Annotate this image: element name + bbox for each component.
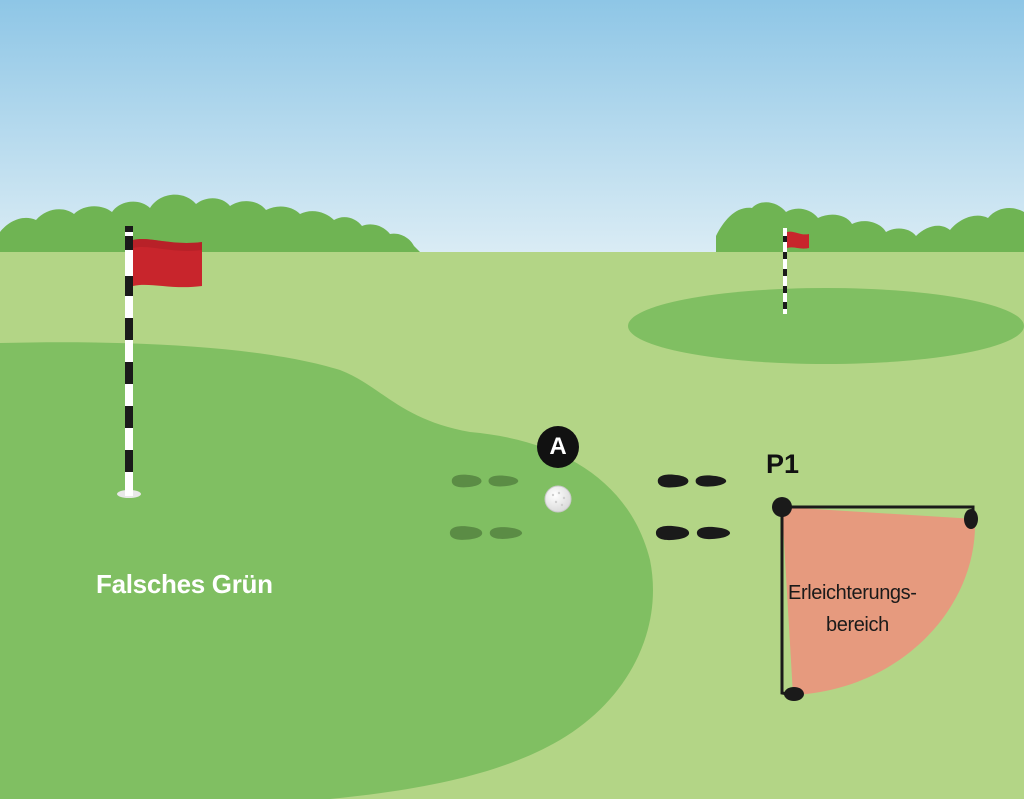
relief-area xyxy=(772,497,978,701)
reference-point-marker xyxy=(772,497,792,517)
wrong-green-label: Falsches Grün xyxy=(96,569,273,599)
wrong-green xyxy=(0,342,653,799)
distant-flag-icon xyxy=(783,228,809,314)
tree-line-left xyxy=(0,194,424,256)
point-a-marker: A xyxy=(537,426,579,468)
distant-green xyxy=(628,288,1024,364)
relief-area-label: Erleichterungs- bereich xyxy=(788,577,938,641)
point-p1-label: P1 xyxy=(766,449,800,479)
relief-area-label-line2: bereich xyxy=(826,614,889,636)
flag-icon xyxy=(117,226,202,498)
relief-area-label-line1: Erleichterungs- xyxy=(788,582,917,604)
golf-ball-icon xyxy=(544,485,572,513)
